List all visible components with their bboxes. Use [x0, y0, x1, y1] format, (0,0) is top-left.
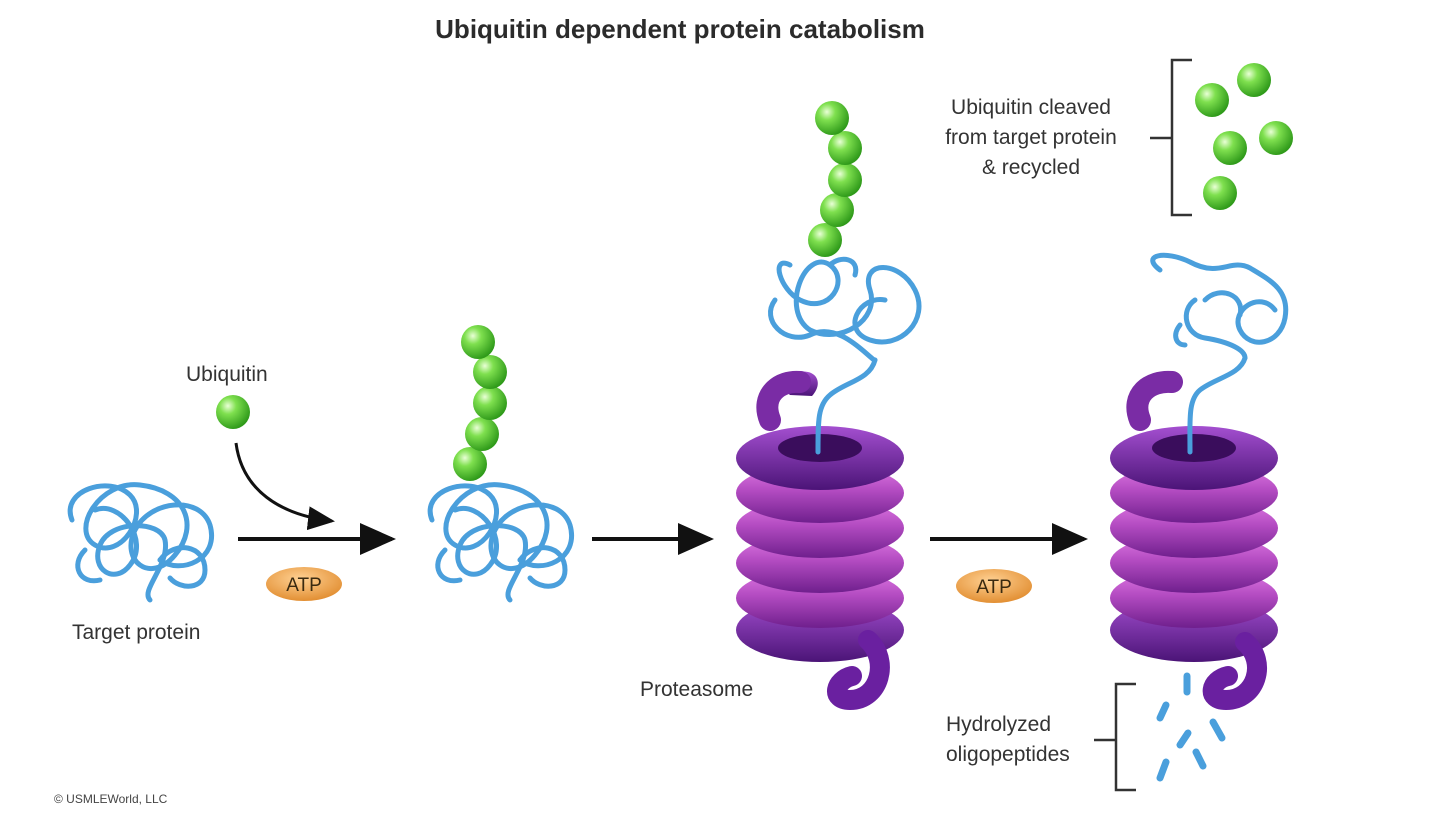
oligopeptides-label-line-2: oligopeptides: [946, 743, 1070, 766]
proteasome-label: Proteasome: [640, 678, 754, 701]
recycled-ubiquitin: [1195, 63, 1293, 210]
target-protein-strand: [67, 482, 215, 603]
oligopeptide-bracket: [1094, 682, 1136, 792]
oligopeptides-label: Hydrolyzed oligopeptides: [946, 710, 1070, 770]
recycled-label-line-2: from target protein: [945, 126, 1117, 149]
recycled-label-line-3: & recycled: [981, 156, 1081, 179]
copyright-notice: © USMLEWorld, LLC: [54, 792, 168, 806]
proteasome-1-protein-strand: [767, 256, 922, 455]
ubiquitin-chain-1: [453, 325, 507, 481]
atp-badge-2: ATP: [956, 569, 1032, 603]
atp-text-2: ATP: [976, 577, 1012, 598]
proteasome-2: [1110, 370, 1278, 711]
diagram-title: Ubiquitin dependent protein catabolism: [435, 14, 925, 44]
recycled-bracket: [1150, 58, 1192, 217]
oligopeptide-fragments: [1156, 672, 1226, 782]
proteasome-2-protein-strand: [1150, 252, 1289, 455]
ubiquitin-chain-2: [808, 101, 862, 257]
tagged-protein-strand: [427, 482, 575, 603]
atp-text-1: ATP: [286, 575, 322, 596]
recycled-label: Ubiquitin cleaved from target protein & …: [920, 93, 1142, 183]
recycled-label-line-1: Ubiquitin cleaved: [951, 96, 1111, 119]
target-protein-label: Target protein: [72, 621, 201, 644]
ubiquitin-curved-arrow: [234, 442, 335, 531]
ubiquitin-single: [216, 395, 250, 429]
atp-badge-1: ATP: [266, 567, 342, 601]
oligopeptides-label-line-1: Hydrolyzed: [946, 713, 1052, 736]
ubiquitin-label: Ubiquitin: [186, 363, 268, 386]
